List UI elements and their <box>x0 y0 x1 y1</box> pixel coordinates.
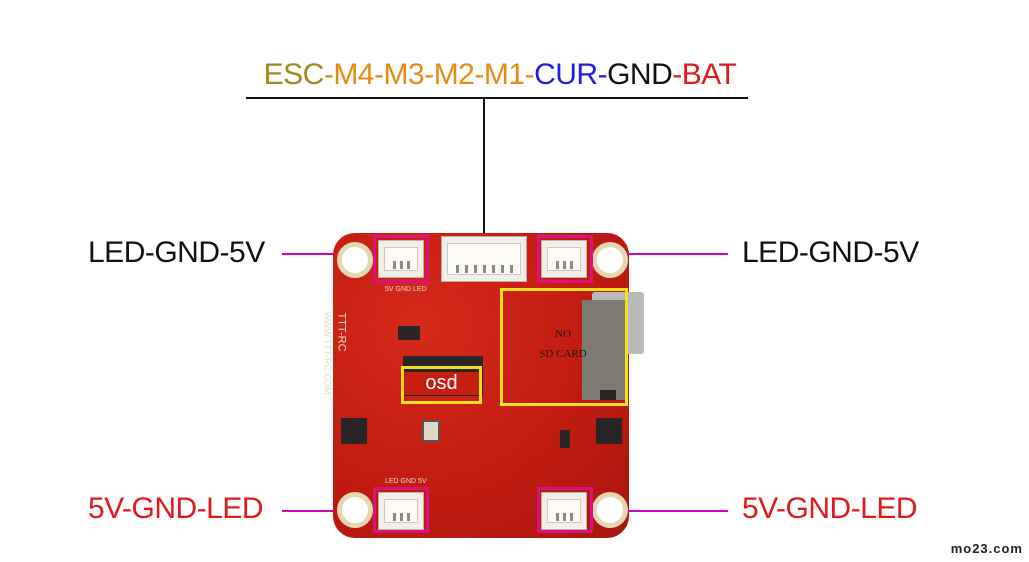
header-segment: BAT <box>681 58 737 91</box>
silk-pad-top-left: 5V GND LED <box>385 286 427 293</box>
header-segment: - <box>524 58 535 91</box>
ic-right <box>596 418 622 444</box>
mount-hole-bottom-right <box>592 492 628 528</box>
connector-led-top-left <box>378 240 424 278</box>
highlight-sd-card <box>500 288 628 406</box>
mount-hole-bottom-left <box>337 492 373 528</box>
osd-label: osd <box>404 372 479 395</box>
crystal <box>422 420 440 442</box>
component-a <box>560 430 570 448</box>
connector-led-bottom-left <box>378 492 424 530</box>
header-segment: - <box>374 58 384 91</box>
header-underline <box>246 97 748 99</box>
header-segment: M2 <box>433 58 475 91</box>
leader-top-right <box>590 253 728 255</box>
connector-esc <box>441 236 527 282</box>
ic-small <box>398 326 420 340</box>
highlight-led-top-left <box>373 235 429 283</box>
mount-hole-top-right <box>592 242 628 278</box>
header-segment: - <box>323 58 334 91</box>
highlight-led-bottom-right <box>537 487 593 533</box>
header-segment: M4 <box>333 58 374 91</box>
highlight-osd <box>401 366 482 404</box>
header-segment: M1 <box>483 58 525 91</box>
connector-led-bottom-right <box>541 492 587 530</box>
leader-bottom-left <box>282 510 372 512</box>
header-segment: - <box>424 58 434 91</box>
label-top-right: LED-GND-5V <box>742 236 919 269</box>
sd-label-line1: NO <box>555 328 571 340</box>
ic-left <box>341 418 367 444</box>
header-segment: M3 <box>383 58 425 91</box>
header-leader-line <box>483 98 485 253</box>
header-segment: - <box>597 58 608 91</box>
label-bottom-left: 5V-GND-LED <box>88 492 264 525</box>
connector-led-top-right <box>541 240 587 278</box>
header-segment: - <box>474 58 484 91</box>
component-b <box>600 390 616 400</box>
mount-hole-top-left <box>337 242 373 278</box>
highlight-led-bottom-left <box>373 487 429 533</box>
watermark: mo23.com <box>950 541 1023 556</box>
label-top-left: LED-GND-5V <box>88 236 265 269</box>
sd-label-line2: SD CARD <box>539 348 587 360</box>
leader-bottom-right <box>590 510 728 512</box>
header-segment: CUR <box>534 58 598 91</box>
silk-pad-bottom-left: LED GND 5V <box>385 478 427 485</box>
header-segment: GND <box>607 58 673 91</box>
header-segment: ESC <box>263 58 325 91</box>
silk-url: WWW.TTT-RC.COM <box>322 311 333 395</box>
silk-brand: TTT-RC <box>335 312 348 352</box>
header-segment: - <box>672 58 682 91</box>
highlight-led-top-right <box>537 235 593 283</box>
sd-card-slot <box>582 300 626 400</box>
header-pin-order: ESC-M4-M3-M2-M1-CUR-GND-BAT <box>0 58 1000 92</box>
label-bottom-right: 5V-GND-LED <box>742 492 918 525</box>
leader-top-left <box>282 253 372 255</box>
